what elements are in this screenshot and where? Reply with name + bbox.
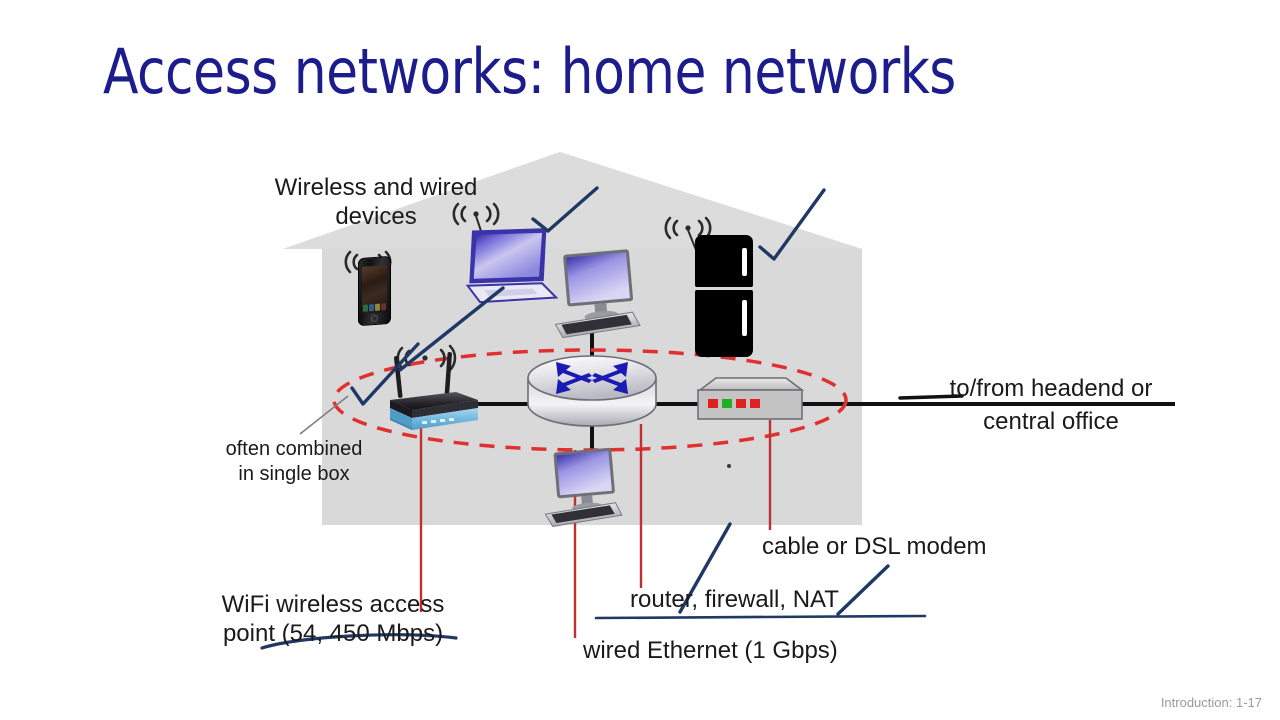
device-wifi-access-point bbox=[390, 352, 478, 430]
wifi-waves-laptop bbox=[452, 202, 500, 241]
wifi-waves-fridge bbox=[664, 216, 712, 251]
stray-dot bbox=[727, 464, 731, 468]
ink-arrow-router bbox=[678, 522, 732, 614]
ink-line-laptop-to-ap bbox=[398, 286, 505, 372]
label-router-firewall-nat: router, firewall, NAT bbox=[630, 586, 839, 613]
ink-underline-router bbox=[594, 614, 927, 620]
label-often-combined-in-single-box: often combined in single box bbox=[225, 438, 363, 485]
label-wifi-wireless-access-point: WiFi wireless access point (54, 450 Mbps… bbox=[221, 591, 445, 647]
router-arrow-icons bbox=[556, 362, 628, 394]
device-modem bbox=[697, 377, 805, 420]
ink-check-laptop bbox=[531, 186, 599, 233]
device-desktop-upper bbox=[554, 249, 641, 339]
ink-annotations bbox=[260, 186, 964, 650]
pointer-often-combined bbox=[299, 395, 349, 435]
slide-footer-note: Introduction: 1-17 bbox=[1160, 695, 1262, 710]
ink-arrow-modem bbox=[836, 564, 890, 616]
access-point-leds bbox=[422, 418, 454, 424]
ink-check-fridge bbox=[758, 188, 826, 261]
label-to-from-headend-central-office: to/from headend or central office bbox=[949, 375, 1153, 435]
ink-check-access-point bbox=[350, 342, 420, 406]
device-laptop bbox=[465, 228, 559, 304]
device-desktop-lower bbox=[544, 447, 623, 527]
device-smart-refrigerator bbox=[695, 235, 753, 357]
modem-leds bbox=[708, 399, 760, 408]
wired-links bbox=[470, 330, 1175, 452]
device-router bbox=[527, 355, 657, 427]
label-wireless-and-wired-devices: Wireless and wired devices bbox=[274, 174, 478, 230]
ink-underline-headend bbox=[898, 394, 964, 400]
label-cable-or-dsl-modem: cable or DSL modem bbox=[762, 533, 987, 560]
device-smartphone bbox=[358, 255, 391, 327]
ink-underline-wifi bbox=[260, 633, 458, 650]
page-title: Access networks: home networks bbox=[103, 35, 956, 108]
label-wired-ethernet: wired Ethernet (1 Gbps) bbox=[583, 637, 838, 664]
